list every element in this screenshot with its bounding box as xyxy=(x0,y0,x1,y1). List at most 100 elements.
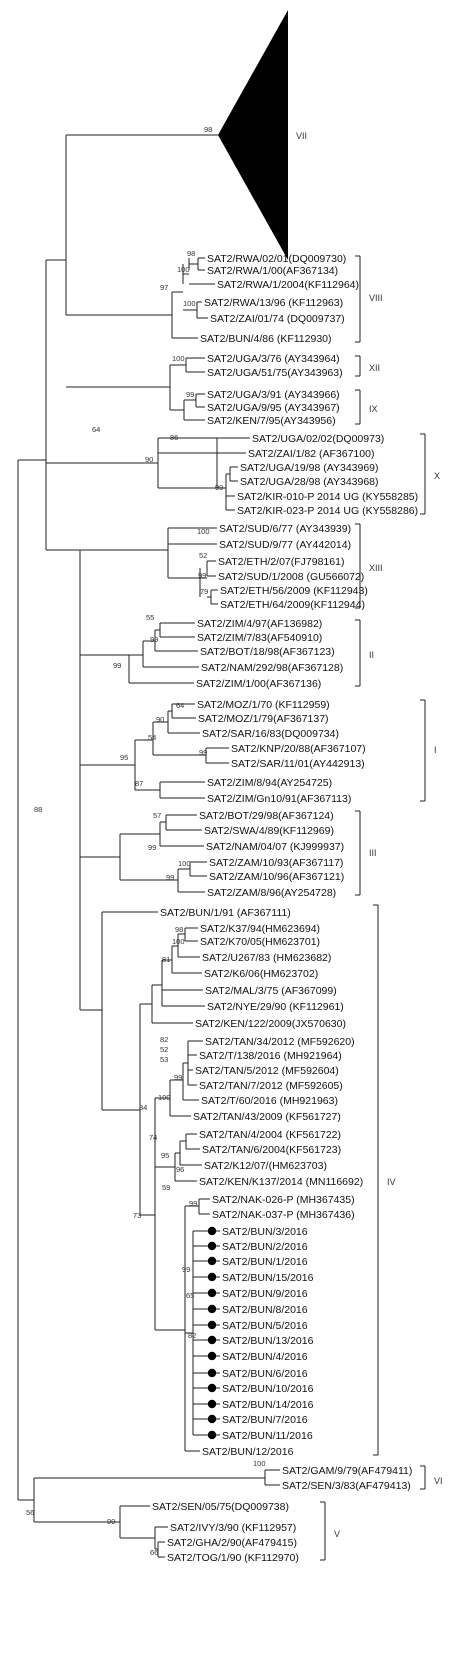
bootstrap-value: 90 xyxy=(145,455,153,464)
group-label: VIII xyxy=(369,293,383,303)
bootstrap-value: 52 xyxy=(160,1045,168,1054)
bootstrap-value: 53 xyxy=(160,1055,168,1064)
taxon-label: SAT2/BUN/9/2016 xyxy=(222,1288,308,1300)
bootstrap-value: 100 xyxy=(172,937,185,946)
taxon-label: SAT2/ZAI/01/74 (DQ009737) xyxy=(210,313,345,325)
taxon-label: SAT2/BUN/12/2016 xyxy=(202,1446,294,1458)
taxon-label: SAT2/SEN/05/75(DQ009738) xyxy=(152,1501,289,1513)
group-label: IX xyxy=(369,404,378,414)
taxon-label: SAT2/ZIM/7/83(AF540910) xyxy=(197,632,322,644)
sample-marker-dot xyxy=(207,1320,217,1330)
sample-marker-dot xyxy=(207,1288,217,1298)
group-label: VI xyxy=(434,1476,443,1486)
sample-marker-dot xyxy=(207,1256,217,1266)
sample-marker-dot xyxy=(207,1335,217,1345)
taxon-label: SAT2/SUD/1/2008 (GU566072) xyxy=(218,571,364,583)
taxon-label: SAT2/KIR-023-P 2014 UG (KY558286) xyxy=(237,505,418,517)
taxon-label: SAT2/BUN/1/2016 xyxy=(222,1256,308,1268)
taxon-label: SAT2/GAM/9/79(AF479411) xyxy=(282,1465,412,1477)
taxon-label: SAT2/TOG/1/90 (KF112970) xyxy=(167,1552,299,1564)
taxon-label: SAT2/BUN/4/86 (KF112930) xyxy=(200,333,332,345)
bootstrap-value: 64 xyxy=(92,425,100,434)
taxon-label: SAT2/UGA/3/76 (AY343964) xyxy=(207,353,340,365)
bootstrap-value: 82 xyxy=(160,1035,168,1044)
bootstrap-value: 99 xyxy=(107,1517,115,1526)
taxon-label: SAT2/TAN/4/2004 (KF561722) xyxy=(199,1129,341,1141)
bootstrap-value: 55 xyxy=(146,613,154,622)
bootstrap-value: 95 xyxy=(161,1151,169,1160)
taxon-label: SAT2/MOZ/1/70 (KF112959) xyxy=(197,699,330,711)
taxon-label: SAT2/TAN/34/2012 (MF592620) xyxy=(205,1036,355,1048)
bootstrap-value: 84 xyxy=(139,1103,147,1112)
sample-marker-dot xyxy=(207,1241,217,1251)
taxon-label: SAT2/UGA/3/91 (AY343966) xyxy=(207,389,340,401)
taxon-label: SAT2/ETH/64/2009(KF112944) xyxy=(220,599,365,611)
group-label: III xyxy=(369,848,377,858)
taxon-label: SAT2/ETH/56/2009 (KF112943) xyxy=(220,585,368,597)
taxon-label: SAT2/MAL/3/75 (AF367099) xyxy=(205,985,337,997)
taxon-label: SAT2/BUN/11/2016 xyxy=(222,1430,313,1442)
taxon-label: SAT2/K12/07/(HM623703) xyxy=(204,1160,327,1172)
bootstrap-value: 99 xyxy=(189,1199,197,1208)
taxon-label: SAT2/NYE/29/90 (KF112961) xyxy=(207,1001,344,1013)
taxon-label: SAT2/UGA/02/02(DQ00973) xyxy=(252,433,384,445)
bootstrap-value: 57 xyxy=(153,811,161,820)
bootstrap-value: 99 xyxy=(166,873,174,882)
taxon-label: SAT2/SWA/4/89(KF112969) xyxy=(204,825,334,837)
taxon-label: SAT2/BUN/7/2016 xyxy=(222,1414,308,1426)
bootstrap-value: 56 xyxy=(26,1508,34,1517)
bootstrap-value: 100 xyxy=(172,354,185,363)
taxon-label: SAT2/ZIM/8/94(AY254725) xyxy=(207,777,332,789)
group-label-vii: VII xyxy=(296,131,307,141)
bootstrap-value: 99 xyxy=(182,1265,190,1274)
bootstrap-value: 100 xyxy=(158,1093,171,1102)
bootstrap-value: 98 xyxy=(175,925,183,934)
taxon-label: SAT2/BUN/4/2016 xyxy=(222,1351,308,1363)
taxon-label: SAT2/UGA/9/95 (AY343967) xyxy=(207,402,340,414)
taxon-label: SAT2/ZIM/Gn10/91(AF367113) xyxy=(207,793,351,805)
taxon-label: SAT2/ZAI/1/82 (AF367100) xyxy=(248,448,374,460)
bootstrap-value: 100 xyxy=(177,265,190,274)
taxon-label: SAT2/U267/83 (HM623682) xyxy=(202,952,331,964)
taxon-label: SAT2/BUN/14/2016 xyxy=(222,1399,314,1411)
bootstrap-value: 100 xyxy=(197,527,210,536)
bootstrap-clade-vii: 98 xyxy=(204,125,212,134)
taxon-label: SAT2/SAR/16/83(DQ009734) xyxy=(202,728,339,740)
taxon-label: SAT2/NAK-026-P (MH367435) xyxy=(212,1194,355,1206)
sample-marker-dot xyxy=(207,1272,217,1282)
sample-marker-dot xyxy=(207,1399,217,1409)
taxon-label: SAT2/TAN/7/2012 (MF592605) xyxy=(199,1080,343,1092)
bootstrap-value: 99 xyxy=(113,661,121,670)
taxon-label: SAT2/NAM/04/07 (KJ999937) xyxy=(206,841,344,853)
taxon-label: SAT2/RWA/1/2004(KF112964) xyxy=(217,279,359,291)
taxon-label: SAT2/KNP/20/88(AF367107) xyxy=(231,743,366,755)
taxon-label: SAT2/T/138/2016 (MH921964) xyxy=(199,1050,342,1062)
tree-edges xyxy=(17,134,280,1558)
bootstrap-value: 97 xyxy=(160,283,168,292)
bootstrap-value: 100 xyxy=(178,859,191,868)
taxon-label: SAT2/BUN/1/91 (AF367111) xyxy=(160,907,291,919)
sample-marker-dot xyxy=(207,1414,217,1424)
taxon-label: SAT2/UGA/28/98 (AY343968) xyxy=(240,476,379,488)
bootstrap-value: 99 xyxy=(199,748,207,757)
taxon-label: SAT2/K70/05(HM623701) xyxy=(200,936,320,948)
taxon-label: SAT2/KIR-010-P 2014 UG (KY558285) xyxy=(237,491,418,503)
sample-marker-dot xyxy=(207,1351,217,1361)
taxon-label: SAT2/SUD/6/77 (AY343939) xyxy=(219,523,351,535)
taxon-label: SAT2/KEN/122/2009(JX570630) xyxy=(195,1018,346,1030)
sample-markers xyxy=(207,1226,217,1440)
taxon-label: SAT2/BOT/29/98(AF367124) xyxy=(199,810,334,822)
taxon-label: SAT2/GHA/2/90(AF479415) xyxy=(167,1537,297,1549)
bootstrap-value: 79 xyxy=(200,587,208,596)
bootstrap-value: 96 xyxy=(176,1165,184,1174)
bootstrap-value: 73 xyxy=(133,1211,141,1220)
bootstrap-value: 90 xyxy=(156,715,164,724)
taxon-label: SAT2/TAN/6/2004(KF561723) xyxy=(202,1144,341,1156)
bootstrap-value: 81 xyxy=(162,955,170,964)
bootstrap-value: 88 xyxy=(34,805,42,814)
bootstrap-value: 95 xyxy=(120,753,128,762)
taxon-label: SAT2/BUN/13/2016 xyxy=(222,1335,314,1347)
bootstrap-value: 99 xyxy=(198,571,206,580)
